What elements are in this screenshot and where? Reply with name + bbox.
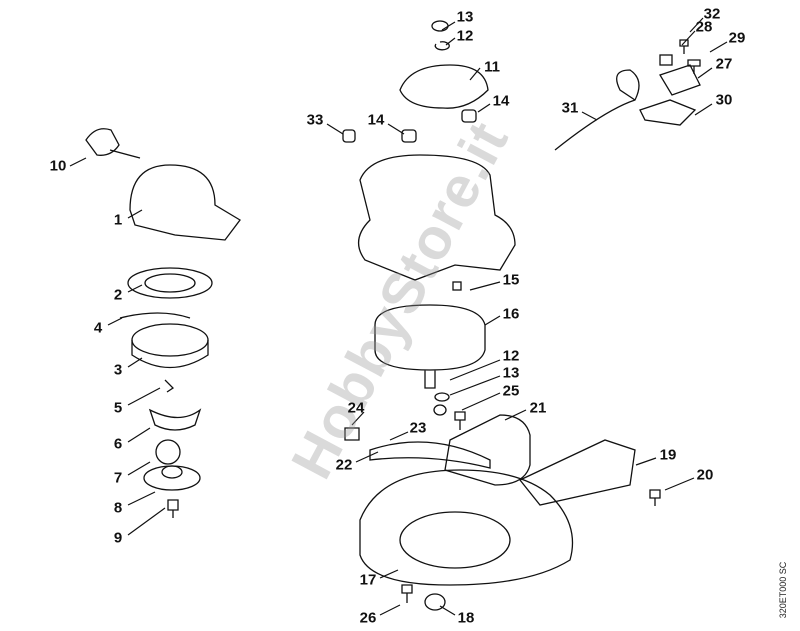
buffer-18 <box>424 593 446 611</box>
plate-28 <box>659 54 673 66</box>
part-label-13b: 13 <box>502 364 520 382</box>
part-label-16: 16 <box>502 305 520 323</box>
starter-grip <box>85 128 120 156</box>
part-label-12b: 12 <box>502 347 520 365</box>
screw-9 <box>167 499 179 518</box>
part-label-7: 7 <box>113 469 123 487</box>
part-label-2: 2 <box>113 286 123 304</box>
starter-rope <box>109 149 141 159</box>
screw-26 <box>401 584 413 603</box>
part-label-29: 29 <box>728 29 746 47</box>
breaker-30 <box>639 99 697 126</box>
grommet-14b <box>401 129 417 143</box>
fan-cover-11 <box>399 64 489 109</box>
part-label-3: 3 <box>113 361 123 379</box>
part-label-33: 33 <box>306 111 324 129</box>
part-label-5: 5 <box>113 399 123 417</box>
part-label-30: 30 <box>715 91 733 109</box>
grommet-33 <box>342 129 356 143</box>
part-label-28: 28 <box>695 18 713 36</box>
part-label-14: 14 <box>492 92 510 110</box>
nut-13b <box>433 404 447 416</box>
contact-27 <box>659 64 701 96</box>
part-label-23: 23 <box>409 419 427 437</box>
part-label-22: 22 <box>335 456 353 474</box>
part-label-25: 25 <box>502 382 520 400</box>
part-label-1: 1 <box>113 211 123 229</box>
screw-20 <box>649 489 661 506</box>
washer-12 <box>434 41 450 51</box>
pawl <box>148 408 202 431</box>
fan-housing-parts <box>342 20 661 611</box>
spring-clip <box>155 439 181 465</box>
part-label-26: 26 <box>359 609 377 627</box>
diagram-code: 320ET000 SC <box>778 561 788 619</box>
part-label-18: 18 <box>457 609 475 627</box>
part-label-11: 11 <box>484 58 500 76</box>
part-label-12: 12 <box>456 27 474 45</box>
rewind-spring <box>127 267 213 299</box>
part-label-4: 4 <box>93 319 103 337</box>
nut-13 <box>431 20 449 32</box>
screw-25 <box>454 411 466 430</box>
engine-housing <box>358 154 516 281</box>
cover-19 <box>518 439 636 506</box>
part-label-20: 20 <box>696 466 714 484</box>
part-label-14b: 14 <box>367 111 385 129</box>
part-label-21: 21 <box>529 399 547 417</box>
part-label-32: 32 <box>703 5 721 23</box>
part-label-10: 10 <box>49 157 67 175</box>
screw-32 <box>679 39 689 54</box>
flywheel-16 <box>374 304 486 389</box>
part-label-13: 13 <box>456 8 474 26</box>
spacer-24 <box>344 427 360 441</box>
spring-5 <box>164 379 175 393</box>
grommet-14 <box>461 109 477 123</box>
ignition-parts <box>554 39 701 151</box>
part-label-17: 17 <box>359 571 377 589</box>
part-label-27: 27 <box>715 55 733 73</box>
washer-12b <box>434 392 450 402</box>
ignition-module-21 <box>444 414 531 486</box>
baffle-22-23 <box>369 441 491 469</box>
part-label-19: 19 <box>659 446 677 464</box>
part-label-24: 24 <box>347 399 365 417</box>
part-label-8: 8 <box>113 499 123 517</box>
fan-housing-17 <box>359 469 574 586</box>
wire-31 <box>554 69 640 151</box>
part-label-6: 6 <box>113 435 123 453</box>
starter-housing <box>129 164 241 241</box>
starter-parts <box>85 128 241 518</box>
leader-lines <box>69 17 728 616</box>
part-label-15: 15 <box>502 271 520 289</box>
key-15 <box>452 281 462 291</box>
part-label-9: 9 <box>113 529 123 547</box>
rope <box>119 312 191 319</box>
part-label-31: 31 <box>561 99 579 117</box>
rope-rotor <box>131 323 209 357</box>
